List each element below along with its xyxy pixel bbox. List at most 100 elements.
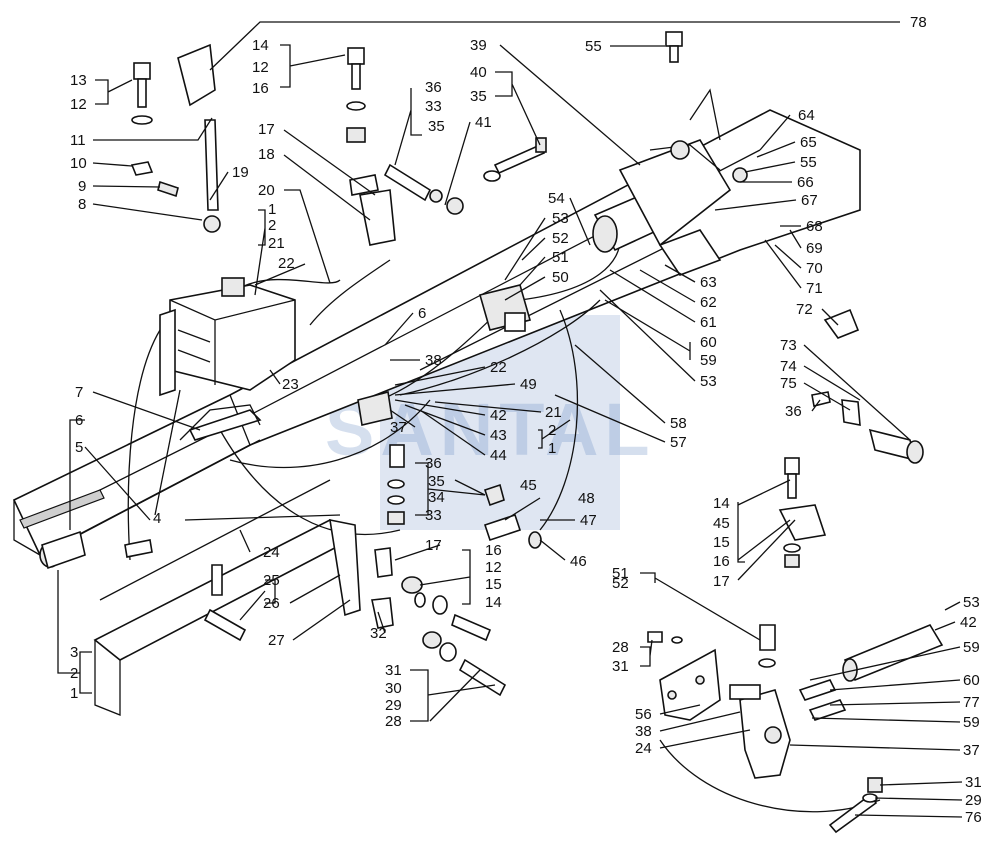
callout-5: 5 bbox=[75, 439, 83, 456]
callout-27: 27 bbox=[268, 632, 285, 649]
callout-35: 35 bbox=[428, 473, 445, 490]
callout-19: 19 bbox=[232, 164, 249, 181]
callout-43: 43 bbox=[490, 427, 507, 444]
callout-52: 52 bbox=[612, 575, 629, 592]
callout-65: 65 bbox=[800, 134, 817, 151]
callout-61: 61 bbox=[700, 314, 717, 331]
callout-77: 77 bbox=[963, 694, 980, 711]
callout-59: 59 bbox=[963, 639, 980, 656]
callout-60: 60 bbox=[963, 672, 980, 689]
callout-75: 75 bbox=[780, 375, 797, 392]
callout-32: 32 bbox=[370, 625, 387, 642]
callout-53: 53 bbox=[552, 210, 569, 227]
callout-22: 22 bbox=[278, 255, 295, 272]
callout-59: 59 bbox=[963, 714, 980, 731]
callout-29: 29 bbox=[965, 792, 982, 809]
callout-37: 37 bbox=[963, 742, 980, 759]
callout-49: 49 bbox=[520, 376, 537, 393]
callout-36: 36 bbox=[425, 79, 442, 96]
callout-68: 68 bbox=[806, 218, 823, 235]
callout-53: 53 bbox=[700, 373, 717, 390]
callout-33: 33 bbox=[425, 507, 442, 524]
callout-44: 44 bbox=[490, 447, 507, 464]
callout-31: 31 bbox=[612, 658, 629, 675]
callout-12: 12 bbox=[485, 559, 502, 576]
callout-17: 17 bbox=[258, 121, 275, 138]
callout-labels: 78 14 12 16 13 12 11 10 9 8 19 17 18 20 … bbox=[70, 14, 982, 826]
callout-22: 22 bbox=[490, 359, 507, 376]
callout-10: 10 bbox=[70, 155, 87, 172]
callout-45: 45 bbox=[713, 515, 730, 532]
callout-14: 14 bbox=[713, 495, 730, 512]
callout-35: 35 bbox=[428, 118, 445, 135]
callout-64: 64 bbox=[798, 107, 815, 124]
callout-45: 45 bbox=[520, 477, 537, 494]
callout-30: 30 bbox=[385, 680, 402, 697]
callout-48: 48 bbox=[578, 490, 595, 507]
callout-42: 42 bbox=[960, 614, 977, 631]
callout-13: 13 bbox=[70, 72, 87, 89]
callout-37: 37 bbox=[390, 419, 407, 436]
callout-25: 25 bbox=[263, 572, 280, 589]
callout-51: 51 bbox=[612, 565, 629, 582]
callout-63: 63 bbox=[700, 274, 717, 291]
callout-72: 72 bbox=[796, 301, 813, 318]
callout-54: 54 bbox=[548, 190, 565, 207]
washer-12a bbox=[131, 115, 153, 125]
callout-4: 4 bbox=[153, 510, 161, 527]
callout-71: 71 bbox=[806, 280, 823, 297]
callout-40: 40 bbox=[470, 64, 487, 81]
callout-58: 58 bbox=[670, 415, 687, 432]
callout-42: 42 bbox=[490, 407, 507, 424]
callout-33: 33 bbox=[425, 98, 442, 115]
callout-38: 38 bbox=[425, 352, 442, 369]
callout-62: 62 bbox=[700, 294, 717, 311]
callout-17: 17 bbox=[425, 537, 442, 554]
callout-28: 28 bbox=[385, 713, 402, 730]
callout-31: 31 bbox=[385, 662, 402, 679]
callout-14: 14 bbox=[252, 37, 269, 54]
callout-67: 67 bbox=[801, 192, 818, 209]
callout-24: 24 bbox=[635, 740, 652, 757]
callout-29: 29 bbox=[385, 697, 402, 714]
bolt-13 bbox=[133, 62, 151, 80]
callout-60: 60 bbox=[700, 334, 717, 351]
callout-2: 2 bbox=[268, 217, 276, 234]
lower-frame-rail bbox=[93, 479, 352, 716]
callout-1: 1 bbox=[548, 440, 556, 457]
callout-74: 74 bbox=[780, 358, 797, 375]
callout-11: 11 bbox=[70, 132, 86, 149]
callout-50: 50 bbox=[552, 269, 569, 286]
callout-16: 16 bbox=[713, 553, 730, 570]
callout-1: 1 bbox=[268, 201, 276, 218]
fasteners bbox=[19, 31, 924, 834]
cable-lines bbox=[127, 239, 881, 813]
callout-23: 23 bbox=[282, 376, 299, 393]
callout-6: 6 bbox=[75, 412, 83, 429]
callout-34: 34 bbox=[428, 489, 445, 506]
callout-55: 55 bbox=[800, 154, 817, 171]
callout-51: 51 bbox=[552, 249, 569, 266]
brake-cylinder bbox=[592, 88, 748, 276]
callout-12: 12 bbox=[252, 59, 269, 76]
callout-6: 6 bbox=[418, 305, 426, 322]
callout-66: 66 bbox=[797, 174, 814, 191]
callout-9: 9 bbox=[78, 178, 86, 195]
callout-36: 36 bbox=[785, 403, 802, 420]
callout-15: 15 bbox=[713, 534, 730, 551]
callout-53: 53 bbox=[963, 594, 980, 611]
callout-35: 35 bbox=[470, 88, 487, 105]
callout-76: 76 bbox=[965, 809, 982, 826]
callout-26: 26 bbox=[263, 595, 280, 612]
valve-block bbox=[357, 284, 531, 426]
callout-39: 39 bbox=[470, 37, 487, 54]
callout-38: 38 bbox=[635, 723, 652, 740]
callout-70: 70 bbox=[806, 260, 823, 277]
reservoir-tank bbox=[159, 277, 341, 397]
callout-7: 7 bbox=[75, 384, 83, 401]
callout-78: 78 bbox=[910, 14, 927, 31]
callout-8: 8 bbox=[78, 196, 86, 213]
callout-56: 56 bbox=[635, 706, 652, 723]
callout-18: 18 bbox=[258, 146, 275, 163]
